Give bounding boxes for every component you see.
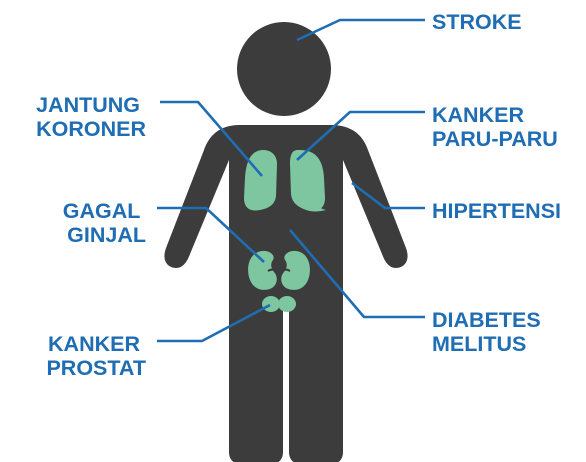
label-gagal-ginjal: GAGAL GINJAL bbox=[63, 199, 146, 247]
prostate-right bbox=[278, 296, 296, 312]
label-kanker-prostat: KANKER PROSTAT bbox=[46, 332, 146, 380]
label-kanker-paru: KANKER PARU-PARU bbox=[432, 103, 558, 151]
prostate-left bbox=[262, 296, 280, 312]
right-leg bbox=[289, 300, 343, 462]
left-leg bbox=[229, 300, 283, 462]
label-hipertensi: HIPERTENSI bbox=[432, 199, 561, 223]
label-diabetes-melitus: DIABETES MELITUS bbox=[432, 308, 547, 356]
label-jantung-koroner: JANTUNG KORONER bbox=[36, 93, 146, 141]
head bbox=[237, 22, 331, 116]
label-stroke: STROKE bbox=[432, 10, 522, 34]
human-figure bbox=[164, 22, 407, 462]
